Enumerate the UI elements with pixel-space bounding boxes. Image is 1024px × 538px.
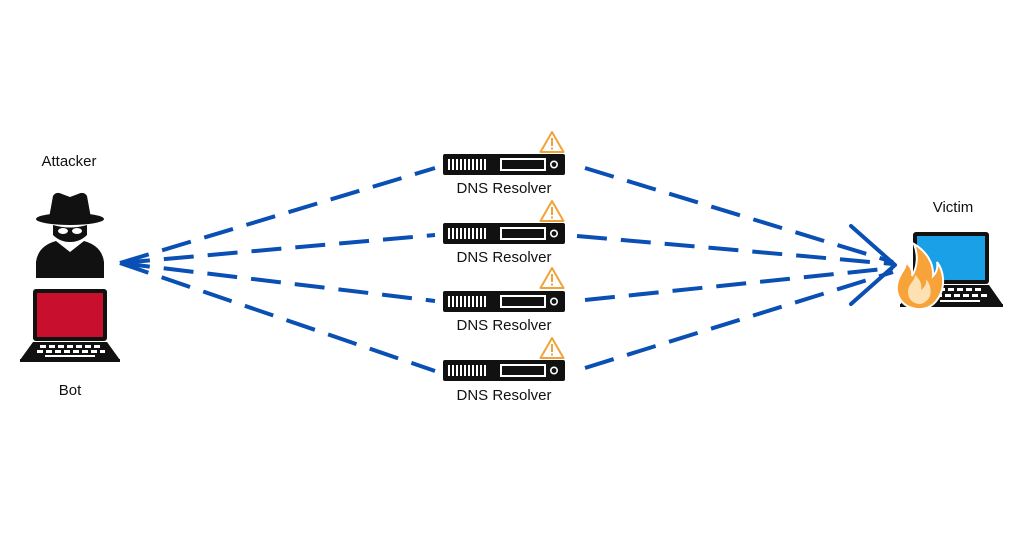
flow-bot-resolver-1 bbox=[119, 166, 436, 265]
dns-resolver-label: DNS Resolver bbox=[456, 249, 551, 266]
arrowhead bbox=[849, 224, 897, 306]
flow-bot-resolver-2 bbox=[119, 233, 436, 265]
server-icon bbox=[442, 290, 566, 313]
spy-icon bbox=[36, 192, 104, 278]
dns-resolver-2: DNS Resolver bbox=[442, 200, 566, 266]
bot-to-resolver-flows bbox=[119, 166, 436, 373]
flow-resolver-1-victim bbox=[584, 166, 894, 264]
victim-node: Victim bbox=[895, 199, 1003, 311]
flow-bot-resolver-4 bbox=[119, 261, 436, 373]
spy-glasses-icon bbox=[58, 228, 82, 234]
flow-resolver-4-victim bbox=[584, 270, 894, 370]
attacker-node: Attacker bbox=[36, 153, 104, 278]
flow-bot-resolver-3 bbox=[119, 261, 436, 303]
dns-resolver-4: DNS Resolver bbox=[442, 337, 566, 404]
server-icon bbox=[442, 222, 566, 245]
flow-resolver-3-victim bbox=[584, 266, 894, 302]
laptop-icon bbox=[20, 289, 120, 362]
dns-resolver-label: DNS Resolver bbox=[456, 387, 551, 404]
warning-triangle-icon bbox=[539, 200, 565, 222]
attacker-label: Attacker bbox=[41, 153, 96, 170]
dns-resolver-label: DNS Resolver bbox=[456, 317, 551, 334]
warning-triangle-icon bbox=[539, 267, 565, 289]
flow-resolver-2-victim bbox=[576, 234, 894, 266]
laptop-on-fire-icon bbox=[895, 232, 1003, 311]
server-icon bbox=[442, 153, 566, 176]
bot-label: Bot bbox=[59, 382, 82, 399]
dns-resolver-3: DNS Resolver bbox=[442, 267, 566, 334]
warning-triangle-icon bbox=[539, 337, 565, 359]
dns-resolver-label: DNS Resolver bbox=[456, 180, 551, 197]
fire-icon bbox=[895, 241, 945, 311]
keyboard-keys bbox=[37, 345, 105, 357]
resolver-to-victim-flows bbox=[576, 166, 897, 370]
server-icon bbox=[442, 359, 566, 382]
bot-node: Bot bbox=[20, 289, 120, 399]
victim-label: Victim bbox=[933, 199, 974, 216]
dns-resolver-1: DNS Resolver bbox=[442, 131, 566, 197]
warning-triangle-icon bbox=[539, 131, 565, 153]
